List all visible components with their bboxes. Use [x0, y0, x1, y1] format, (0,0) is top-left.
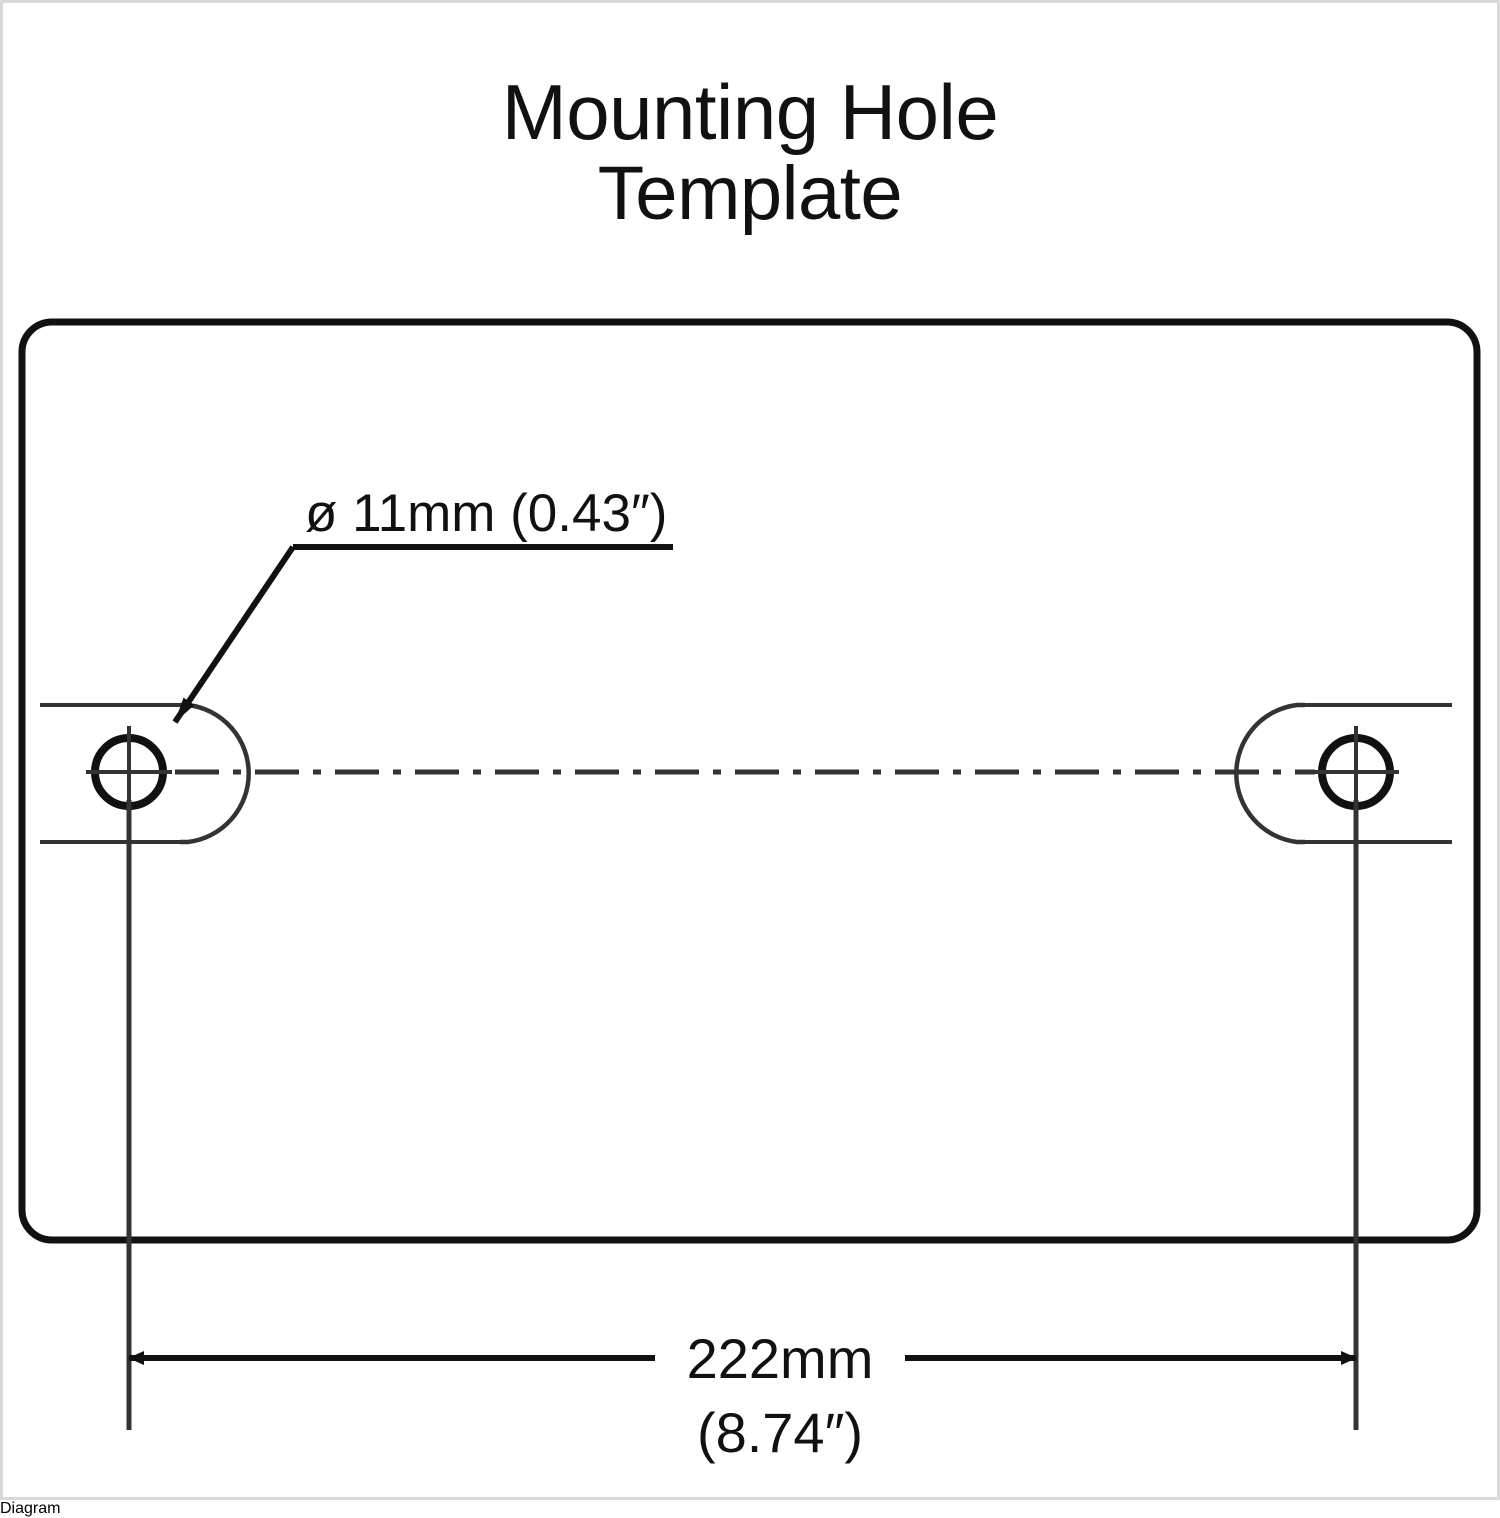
plate-outline: [18, 318, 1481, 1244]
callout-leader-line: [172, 545, 296, 724]
title-line-secondary: Template: [597, 150, 903, 236]
right-hole-group: [1234, 702, 1452, 845]
left-boss-outline: [180, 702, 251, 845]
dimension-label-metric: 222mm: [687, 1327, 874, 1390]
callout-label: ø 11mm (0.43″): [305, 484, 667, 543]
drawing-title: Mounting Hole Template: [0, 68, 1500, 236]
diameter-callout: ø 11mm (0.43″): [172, 484, 673, 724]
overall-width-dimension: 222mm (8.74″): [126, 800, 1359, 1464]
dimension-label-imperial: (8.74″): [697, 1401, 863, 1464]
title-line-primary: Mounting Hole: [501, 68, 999, 156]
